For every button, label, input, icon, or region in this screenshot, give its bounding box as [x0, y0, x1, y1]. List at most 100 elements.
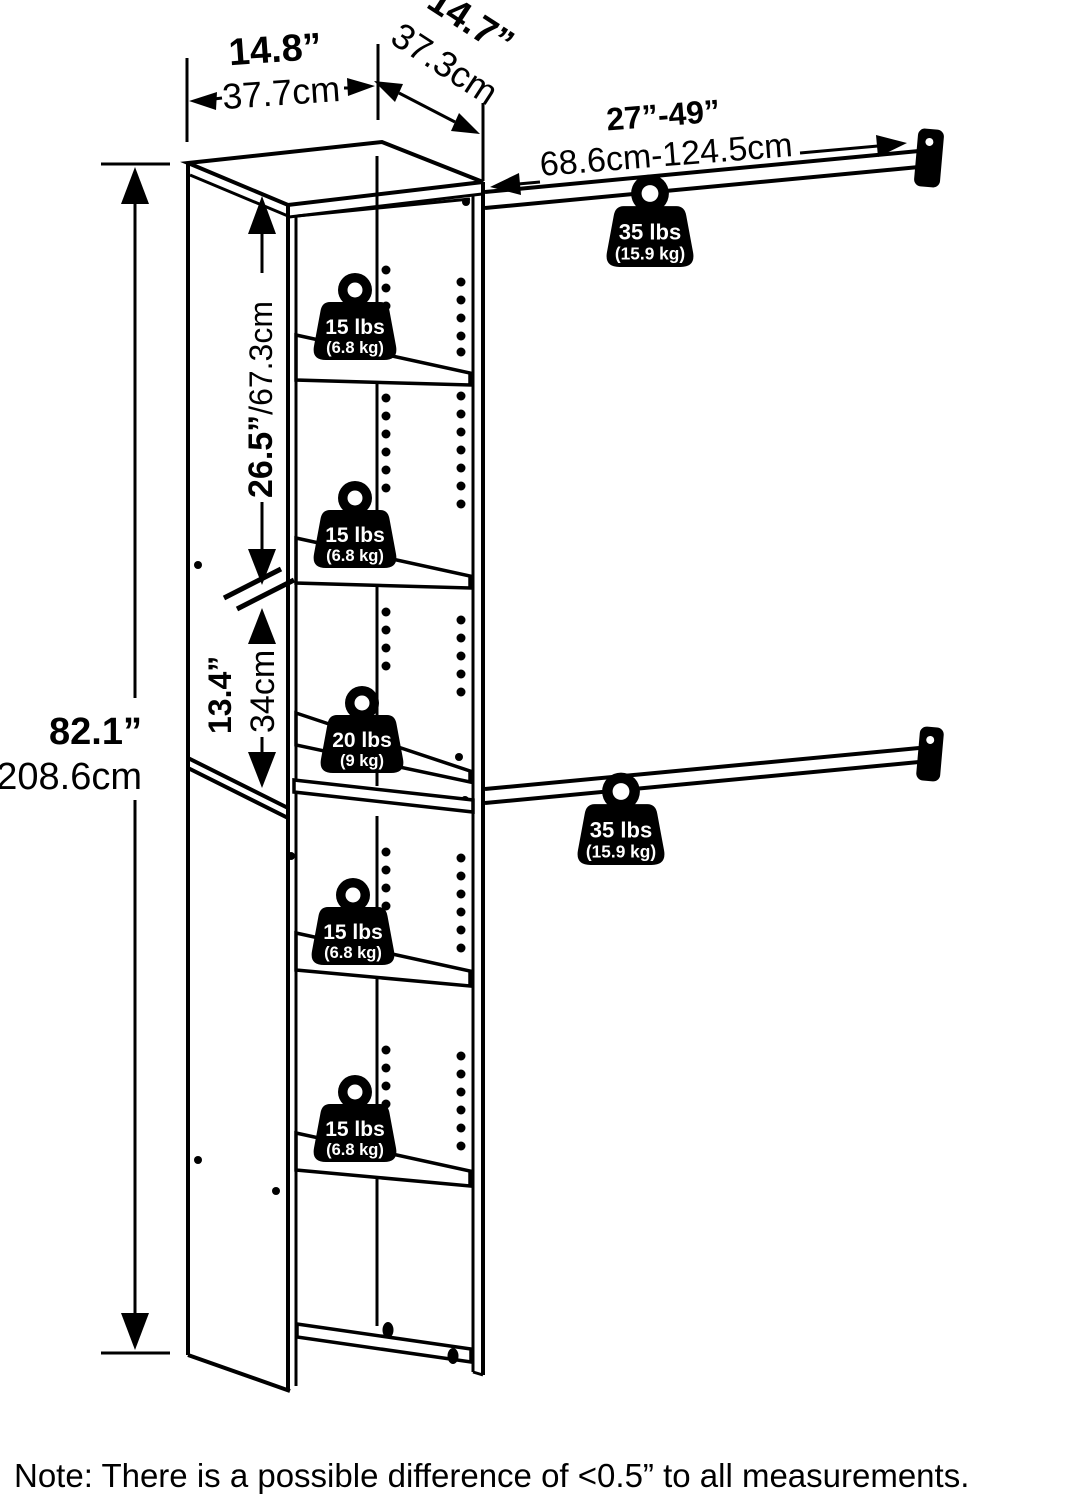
dim-width-cm: 37.7cm	[221, 68, 342, 117]
peg-hole	[381, 465, 391, 475]
peg-hole	[456, 633, 466, 643]
cam-hole	[455, 753, 463, 761]
weight-kg-label: (6.8 kg)	[324, 944, 382, 962]
peg-hole	[456, 445, 466, 455]
weight-kg-label: (6.8 kg)	[326, 339, 384, 357]
dim-upper-section: 26.5”/67.3cm	[222, 196, 296, 612]
peg-hole	[456, 651, 466, 661]
weight-lbs-label: 15 lbs	[325, 316, 385, 339]
dim-total-height: 82.1” 208.6cm	[0, 162, 170, 1355]
peg-hole	[456, 925, 466, 935]
peg-hole	[456, 669, 466, 679]
weight-badge-shelf-1: 15 lbs (6.8 kg)	[313, 273, 397, 360]
peg-hole	[381, 265, 391, 275]
peg-hole	[456, 463, 466, 473]
weight-kg-label: (9 kg)	[340, 752, 384, 770]
peg-hole	[381, 447, 391, 457]
peg-hole	[381, 607, 391, 617]
wall-bracket	[916, 726, 944, 782]
weight-badge-shelf-4: 15 lbs (6.8 kg)	[311, 878, 395, 965]
weight-lbs-label: 35 lbs	[619, 220, 682, 245]
dim-lower-inches: 13.4”	[202, 656, 238, 734]
weight-lbs-label: 15 lbs	[325, 524, 385, 547]
weight-badge-top-rod: 35 lbs (15.9 kg)	[606, 174, 694, 267]
peg-hole	[381, 901, 391, 911]
bottom-rail	[295, 1321, 473, 1365]
cam-hole	[287, 852, 295, 860]
peg-hole	[381, 1045, 391, 1055]
peg-hole	[456, 889, 466, 899]
peg-hole	[456, 853, 466, 863]
peg-hole	[456, 687, 466, 697]
peg-hole	[381, 1063, 391, 1073]
peg-hole	[456, 331, 466, 341]
peg-hole	[381, 483, 391, 493]
weight-kg-label: (6.8 kg)	[326, 547, 384, 565]
dim-height-inches: 82.1”	[49, 711, 142, 753]
weight-badge-shelf-5: 15 lbs (6.8 kg)	[313, 1075, 397, 1162]
peg-hole	[456, 1069, 466, 1079]
weight-kg-label: (15.9 kg)	[615, 244, 685, 264]
top-hanging-rod	[484, 128, 944, 210]
top-panel	[180, 139, 484, 208]
peg-hole	[456, 1105, 466, 1115]
peg-hole	[381, 847, 391, 857]
peg-hole	[456, 499, 466, 509]
peg-hole	[381, 283, 391, 293]
peg-hole	[456, 1123, 466, 1133]
dim-width-inches: 14.8”	[227, 26, 323, 74]
tower-structure	[180, 139, 485, 1393]
peg-hole	[456, 1087, 466, 1097]
peg-hole	[456, 277, 466, 287]
dim-rod-range: 27”-49” 68.6cm-124.5cm	[490, 93, 907, 195]
peg-hole	[381, 643, 391, 653]
dim-lower-cm: 34cm	[244, 650, 282, 733]
weight-badge-shelf-3: 20 lbs (9 kg)	[320, 686, 404, 773]
peg-hole	[456, 347, 466, 357]
peg-hole	[381, 883, 391, 893]
dim-height-cm: 208.6cm	[0, 756, 142, 798]
peg-hole	[456, 481, 466, 491]
peg-hole	[381, 865, 391, 875]
weight-badge-bottom-rod: 35 lbs (15.9 kg)	[577, 772, 665, 865]
peg-hole	[456, 1051, 466, 1061]
peg-hole	[456, 1141, 466, 1151]
wall-bracket	[914, 128, 944, 188]
peg-hole	[456, 295, 466, 305]
peg-hole	[381, 393, 391, 403]
peg-hole	[456, 409, 466, 419]
peg-hole	[381, 661, 391, 671]
peg-hole	[456, 871, 466, 881]
dim-upper-label: 26.5”/67.3cm	[242, 301, 280, 498]
measurement-note: Note: There is a possible difference of …	[14, 1457, 969, 1494]
cam-hole	[462, 198, 470, 206]
peg-hole	[456, 391, 466, 401]
dim-rod-inches: 27”-49”	[605, 93, 721, 138]
weight-lbs-label: 15 lbs	[325, 1118, 385, 1141]
peg-hole	[456, 313, 466, 323]
weight-lbs-label: 35 lbs	[590, 818, 653, 843]
foot-glide	[382, 1322, 394, 1338]
weight-badge-shelf-2: 15 lbs (6.8 kg)	[313, 481, 397, 568]
peg-hole	[456, 615, 466, 625]
peg-hole	[456, 427, 466, 437]
cam-hole	[194, 1156, 202, 1164]
bottom-hanging-rod	[484, 726, 944, 805]
weight-kg-label: (6.8 kg)	[326, 1141, 384, 1159]
weight-lbs-label: 15 lbs	[323, 921, 383, 944]
stack-seam	[187, 756, 289, 810]
peg-hole	[456, 943, 466, 953]
peg-hole	[456, 907, 466, 917]
weight-kg-label: (15.9 kg)	[586, 842, 656, 862]
dim-lower-section: 13.4” 34cm	[202, 608, 282, 788]
unit-divider-panel	[292, 778, 475, 814]
peg-hole	[381, 411, 391, 421]
peg-hole	[381, 429, 391, 439]
weight-lbs-label: 20 lbs	[332, 729, 392, 752]
cam-hole	[194, 561, 202, 569]
peg-hole	[381, 1081, 391, 1091]
cam-hole	[272, 1187, 280, 1195]
foot-glide	[447, 1348, 459, 1364]
